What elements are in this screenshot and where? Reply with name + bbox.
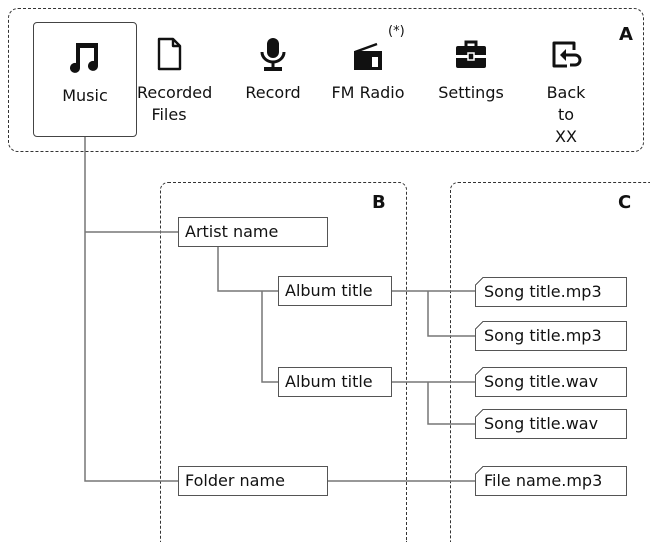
artist-node[interactable]: Artist name [178,217,328,247]
menu-item-settings[interactable]: Settings [428,20,514,138]
menu-item-recorded-files[interactable]: Recorded Files [137,20,213,138]
menu-item-label: Settings [438,83,504,102]
file-node[interactable]: File name.mp3 [475,466,627,496]
connector-album-branch [261,291,278,383]
menu-item-label: Music [62,86,108,105]
footnote-marker: (*) [388,24,405,39]
menu-item-back[interactable]: Back to XX [526,20,606,146]
connector-artist-albums [217,247,278,292]
song-file-node[interactable]: Song title.wav [475,367,627,397]
song-file-node[interactable]: Song title.mp3 [475,277,627,307]
folder-region-b [160,182,407,542]
connector-album2-song4 [427,382,475,425]
menu-item-fm-radio[interactable]: FM Radio [322,20,414,138]
radio-icon [354,42,382,70]
back-icon [552,41,582,68]
connector-album1-song2 [427,291,475,337]
document-icon [157,37,182,71]
menu-region-a [8,8,644,152]
music-note-icon [70,43,98,73]
toolbox-icon [456,40,486,68]
album-node[interactable]: Album title [278,367,392,397]
folder-node[interactable]: Folder name [178,466,328,496]
song-file-node[interactable]: Song title.wav [475,409,627,439]
menu-item-label: Recorded Files [137,83,213,124]
menu-item-label: Back to XX [546,83,586,146]
menu-item-music[interactable]: Music [33,22,137,137]
connector-music-trunk [84,137,178,482]
menu-item-label: Record [245,83,301,102]
region-a-label: A [619,24,633,45]
menu-item-record[interactable]: Record [237,20,309,138]
region-b-label: B [372,192,386,213]
region-c-label: C [618,192,632,213]
file-region-c [450,182,650,542]
song-file-node[interactable]: Song title.mp3 [475,321,627,351]
menu-item-label: FM Radio [331,83,405,102]
microphone-icon [260,38,286,71]
album-node[interactable]: Album title [278,276,392,306]
